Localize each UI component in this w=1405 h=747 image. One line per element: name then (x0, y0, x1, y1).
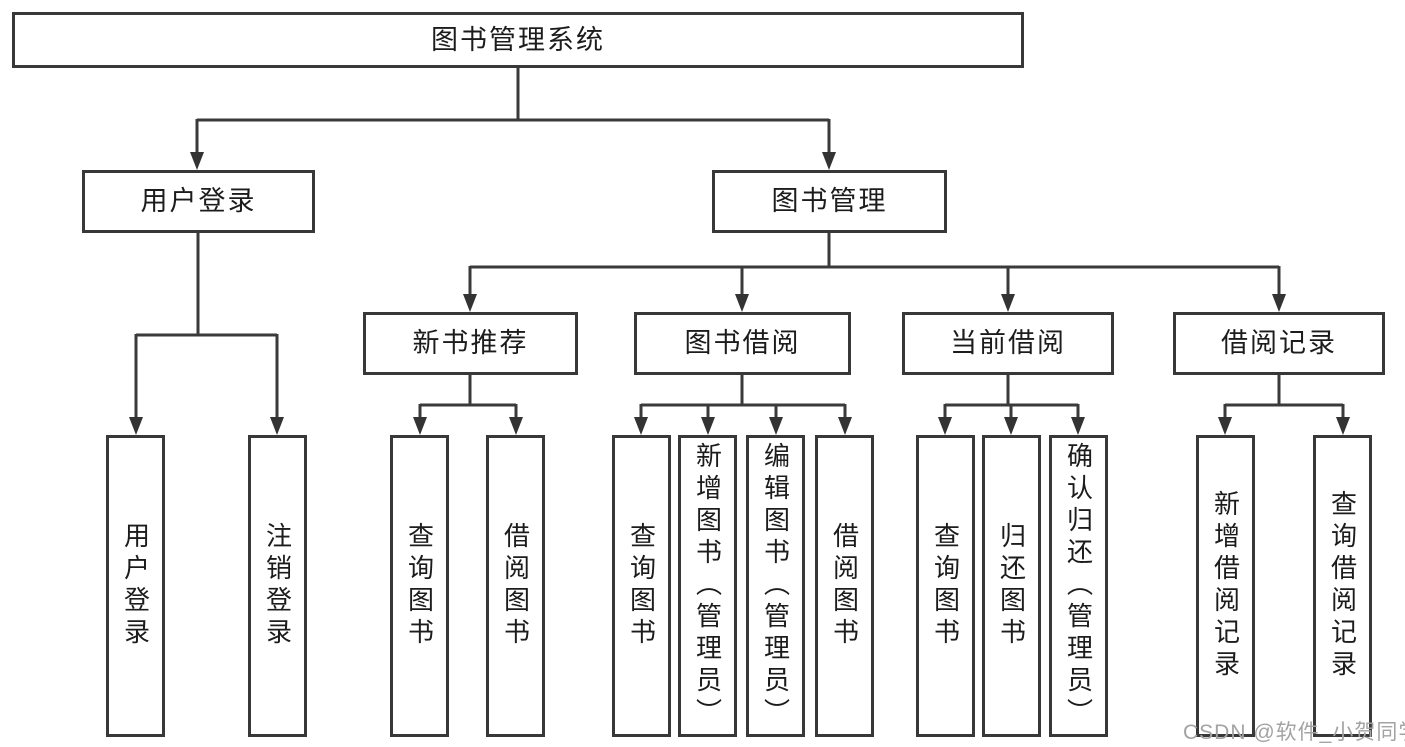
connector-new-book (418, 375, 518, 419)
csdn-watermark: CSDN @软件_小贺同学 (1183, 721, 1405, 744)
connector-book-borrow (639, 375, 847, 419)
leaf-query-borrow-record: 查询借阅记录 (1313, 435, 1372, 737)
leaf-borrow-borrow-books: 借阅图书 (815, 435, 874, 737)
leaf-user-login: 用户登录 (106, 435, 165, 737)
connector-book-mgmt (468, 233, 1281, 296)
node-current-borrowing: 当前借阅 (902, 312, 1114, 375)
node-new-book-recommend: 新书推荐 (363, 312, 578, 375)
leaf-newbook-query-books: 查询图书 (390, 435, 449, 737)
connector-root (195, 68, 831, 153)
node-book-management: 图书管理 (712, 170, 947, 233)
leaf-newbook-borrow-books: 借阅图书 (486, 435, 545, 737)
node-borrowing-records: 借阅记录 (1173, 312, 1385, 375)
connector-current-borrow (943, 375, 1080, 419)
leaf-confirm-return-admin: 确认归还（管理员） (1049, 435, 1108, 737)
connector-borrow-record (1223, 375, 1345, 419)
leaf-logout: 注销登录 (248, 435, 307, 737)
leaf-edit-book-admin: 编辑图书（管理员） (746, 435, 805, 737)
leaf-return-books: 归还图书 (982, 435, 1041, 737)
leaf-current-query-books: 查询图书 (916, 435, 975, 737)
connector-user-login (134, 233, 279, 418)
leaf-borrow-query-books: 查询图书 (612, 435, 671, 737)
arrowheads (129, 152, 1350, 435)
node-root: 图书管理系统 (12, 12, 1024, 68)
leaf-add-book-admin: 新增图书（管理员） (678, 435, 737, 737)
node-book-borrowing: 图书借阅 (634, 312, 851, 375)
leaf-add-borrow-record: 新增借阅记录 (1196, 435, 1255, 737)
node-user-login: 用户登录 (82, 170, 315, 233)
